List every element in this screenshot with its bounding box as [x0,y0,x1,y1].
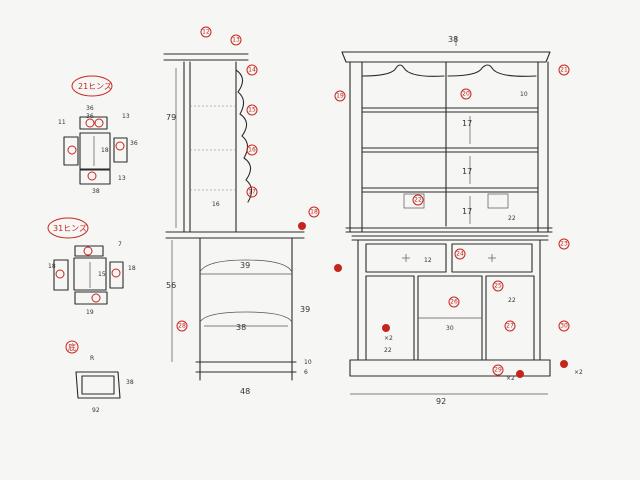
dim-base-d: 38 [126,379,134,386]
dim-sv-top: 36 [86,105,94,112]
svg-text:27: 27 [506,323,514,330]
dim-inner-width: 39 [240,261,250,270]
dim-gap-22: 22 [508,215,516,222]
top-view-title: 31ヒンズ [53,223,87,233]
svg-text:28: 28 [178,323,186,330]
dim-depth: 16 [212,201,220,208]
dim-front-width: 92 [436,397,446,406]
svg-text:13: 13 [232,37,240,44]
dim-top-22: 22 [508,297,516,304]
svg-text:30: 30 [560,323,568,330]
svg-text:18: 18 [310,209,318,216]
svg-text:16: 16 [248,147,256,154]
svg-text:17: 17 [248,189,256,196]
svg-text:19: 19 [336,93,344,100]
callout-markers: 12 13 14 15 16 17 18 19 20 21 22 23 24 2… [176,26,570,378]
dim-shelf-1: 17 [462,119,472,128]
callout-ring [71,75,113,97]
svg-text:24: 24 [456,251,464,258]
svg-text:29: 29 [494,367,502,374]
dim-sv-bottom-right: 13 [118,175,126,182]
dim-tv-top: 7 [118,241,122,248]
side-view-title: 21ヒンズ [78,81,112,91]
svg-text:12: 12 [202,29,210,36]
dim-tv-bottom: 19 [86,309,94,316]
dim-small-h: 10 [520,91,528,98]
dim-sv-top2: 36 [86,113,94,120]
base-detail: 底 R 92 38 [65,340,134,414]
svg-text:21: 21 [560,67,568,74]
side-view-detail: 21ヒンズ 36 36 11 13 36 18 38 13 [58,75,138,195]
dim-shelf-2: 17 [462,167,472,176]
dim-lower-height: 56 [166,281,176,290]
svg-text:25: 25 [494,283,502,290]
svg-text:26: 26 [450,299,458,306]
dim-bottom-10: 10 [304,359,312,366]
top-view-detail: 31ヒンズ 18 18 19 7 15 [47,217,136,316]
dim-shelf-3: 17 [462,207,472,216]
svg-text:15: 15 [248,107,256,114]
dim-x2-left: ×2 [384,335,393,342]
dim-center-30: 30 [446,325,454,332]
dim-sv-side: 36 [130,140,138,147]
dim-upper-height: 79 [166,113,176,122]
svg-text:22: 22 [414,197,422,204]
dim-drawer-h: 12 [424,257,432,264]
svg-text:23: 23 [560,241,568,248]
dim-top-width: 38 [448,35,458,44]
base-note: R [90,355,94,362]
dim-sv-right: 13 [122,113,130,120]
dim-base-w: 92 [92,407,100,414]
dim-sv-mid: 18 [101,147,109,154]
dim-bottom-6: 6 [304,369,308,376]
side-elevation: 79 56 16 39 38 39 10 6 48 [163,53,312,396]
dim-bottom-22: 22 [384,347,392,354]
svg-text:20: 20 [462,91,470,98]
dim-x2-bottom: ×2 [506,375,515,382]
dim-tv-left: 18 [48,263,56,270]
dim-tv-right: 18 [128,265,136,272]
dim-right-side: 39 [300,305,310,314]
dim-sv-bottom: 38 [92,188,100,195]
base-title: 底 [68,342,76,352]
dim-inner-width-2: 38 [236,323,246,332]
dim-tv-top2: 15 [98,271,106,278]
dim-sv-left: 11 [58,119,66,126]
svg-text:14: 14 [248,67,256,74]
dim-base-depth: 48 [240,387,250,396]
front-elevation: 38 17 17 17 12 22 22 10 22 30 ×2 ×2 ×2 9… [341,35,583,406]
dim-x2-right: ×2 [574,369,583,376]
